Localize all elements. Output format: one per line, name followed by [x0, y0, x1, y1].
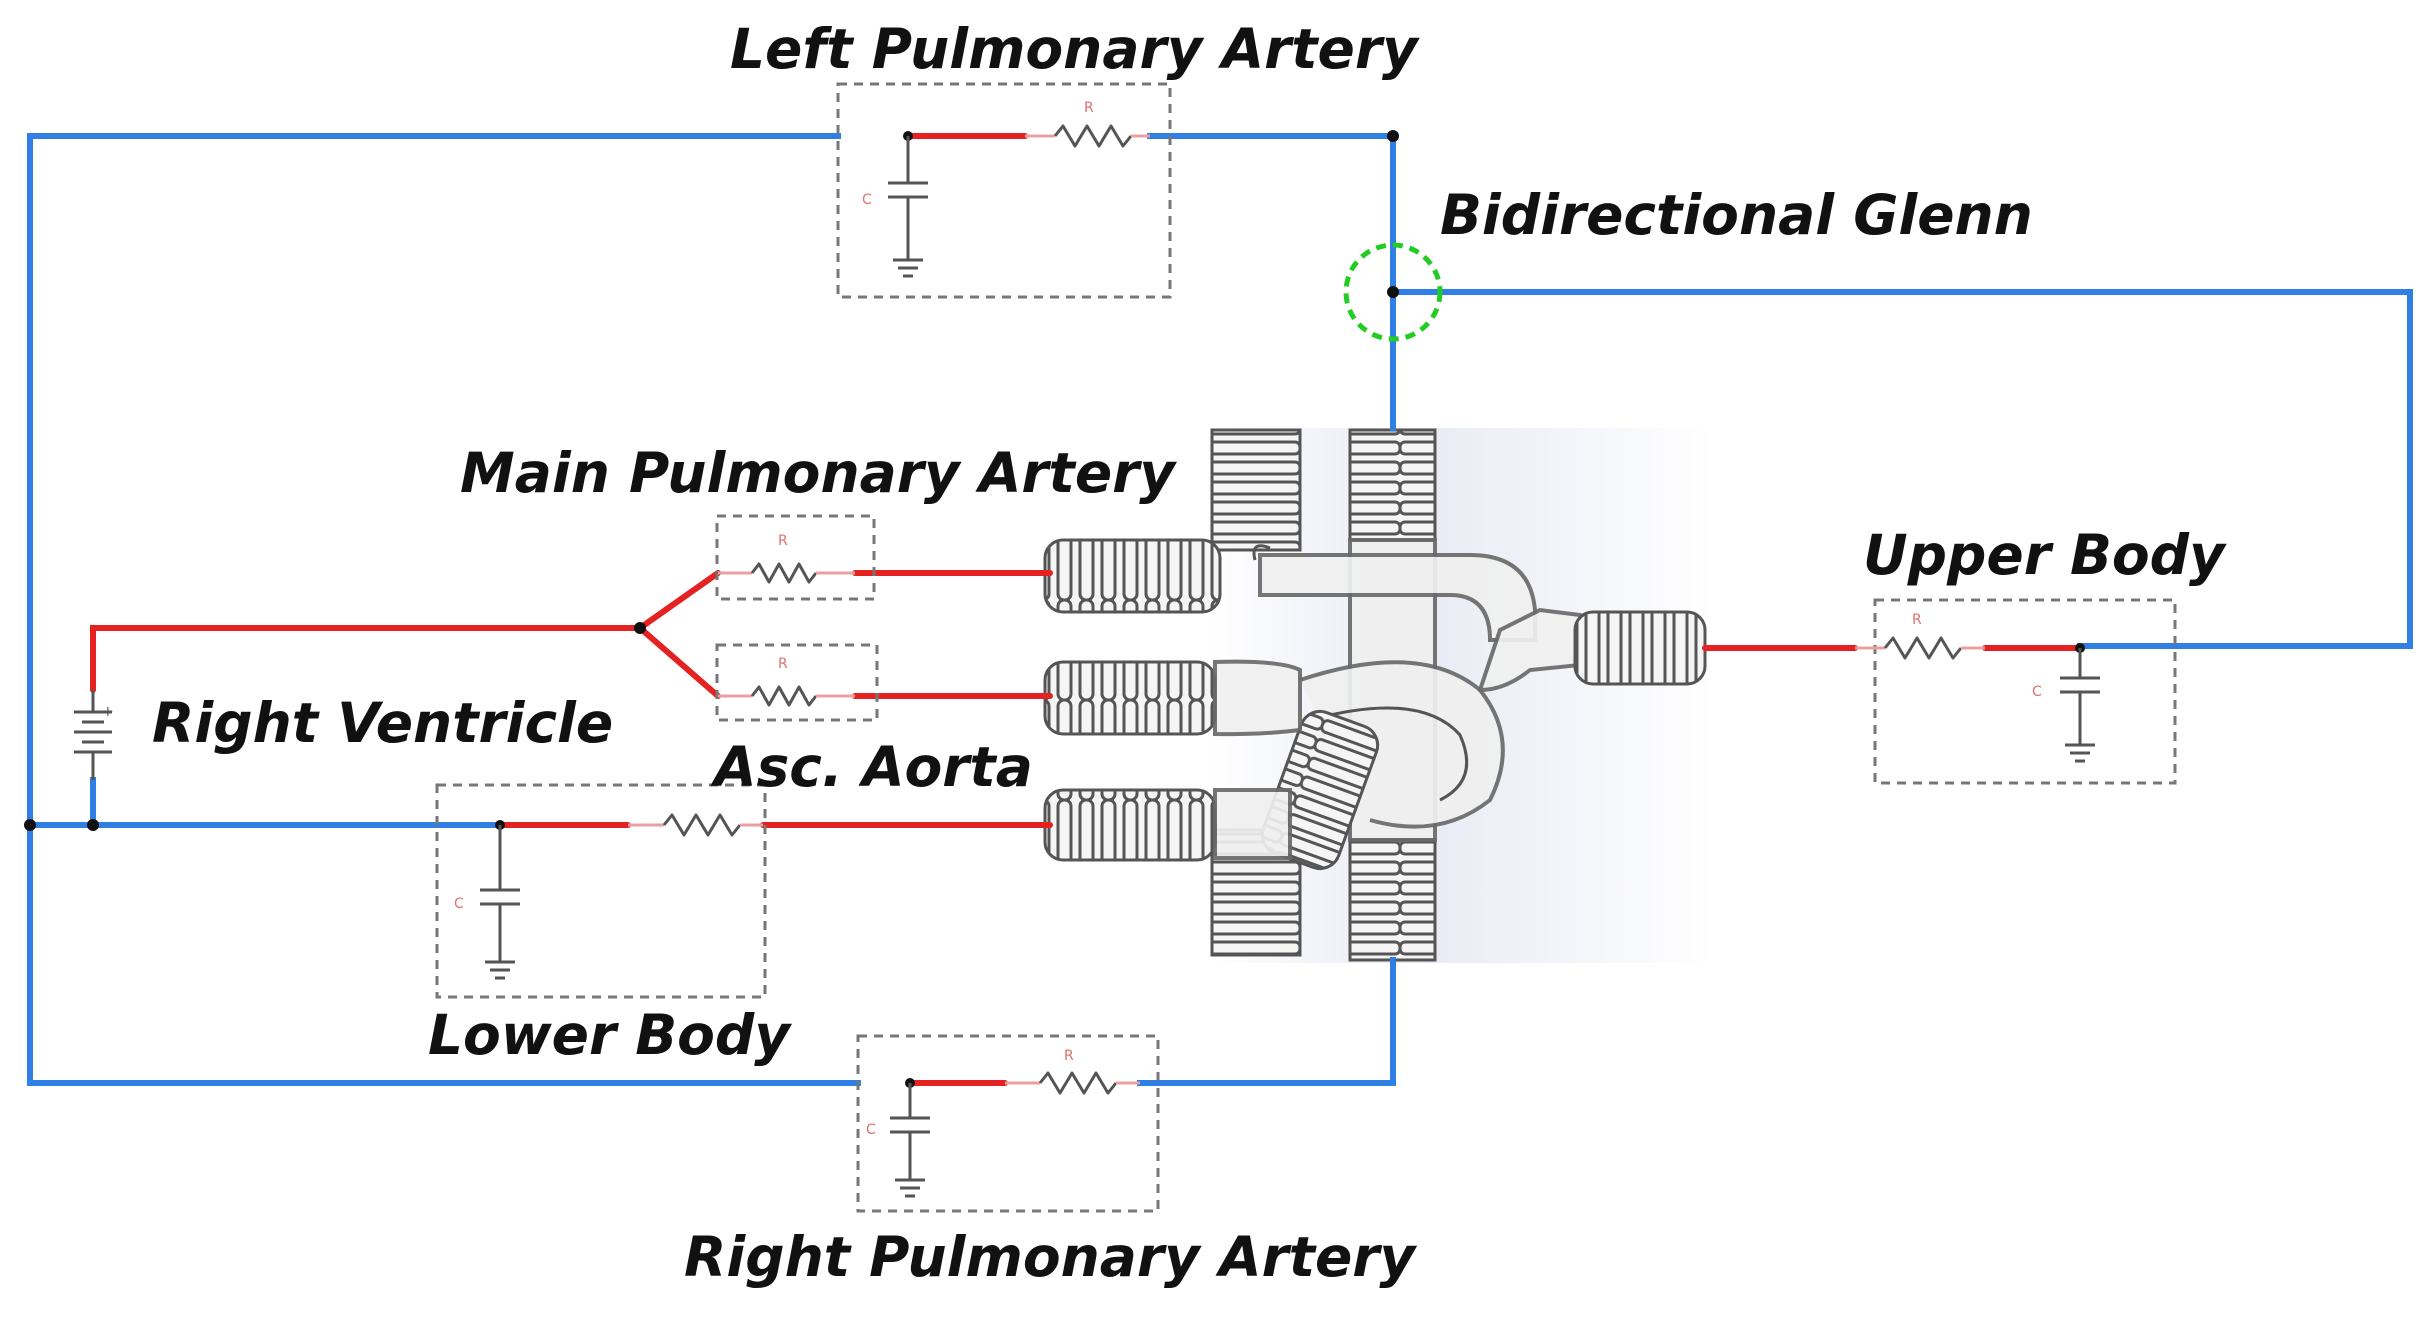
rpa-capacitor-symbol: C — [866, 1122, 876, 1138]
lpa-capacitor-symbol: C — [862, 192, 872, 208]
label-main-pulmonary-artery: Main Pulmonary Artery — [460, 441, 1177, 505]
label-bidirectional-glenn: Bidirectional Glenn — [1440, 183, 2033, 247]
mpa-resistor-symbol: R — [778, 533, 788, 549]
upper-body-capacitor-symbol: C — [2032, 684, 2042, 700]
upper-body-rc-block: R C — [1855, 598, 2177, 785]
rpa-rc-block: R C — [856, 1034, 1160, 1213]
lower-body-capacitor-symbol: C — [454, 896, 464, 912]
label-lower-body: Lower Body — [428, 1003, 792, 1067]
lower-body-rc-block: C — [435, 783, 767, 999]
lpa-resistor-symbol: R — [1084, 100, 1094, 116]
upper-body-resistor-symbol: R — [1912, 612, 1922, 628]
3d-model-image — [1043, 428, 1715, 963]
mpa-r-block: R — [715, 514, 876, 601]
label-right-pulmonary-artery: Right Pulmonary Artery — [684, 1225, 1417, 1289]
svg-text:+: + — [102, 704, 114, 720]
arterial-wires — [90, 133, 2083, 1086]
rpa-resistor-symbol: R — [1064, 1048, 1074, 1064]
aorta-resistor-symbol: R — [778, 656, 788, 672]
lpa-rc-block: R C — [836, 82, 1172, 299]
junction-nodes — [24, 130, 1399, 831]
label-asc-aorta: Asc. Aorta — [710, 735, 1033, 799]
right-ventricle-source: + — [74, 690, 114, 780]
aorta-r-block: R — [715, 643, 879, 722]
venous-wires — [27, 133, 2413, 1086]
glenn-junction-marker — [1343, 242, 1443, 342]
label-upper-body: Upper Body — [1863, 523, 2227, 587]
label-right-ventricle: Right Ventricle — [152, 691, 613, 755]
label-left-pulmonary-artery: Left Pulmonary Artery — [730, 17, 1420, 81]
